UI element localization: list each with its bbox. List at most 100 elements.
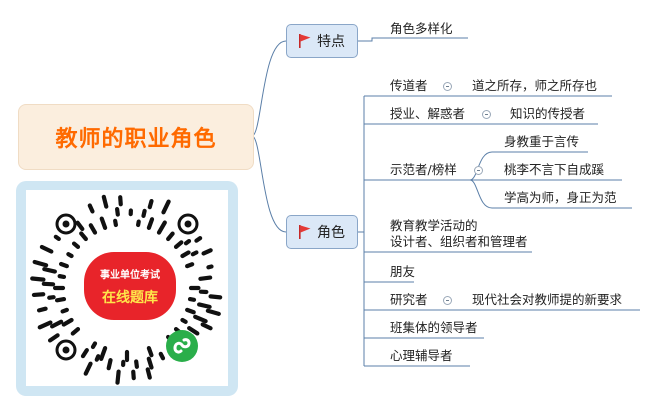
minus-circle-icon[interactable] (474, 166, 483, 175)
qr-ray (158, 351, 166, 361)
red-flag-icon (299, 34, 311, 48)
qr-ray (147, 198, 154, 210)
mini-program-code[interactable] (26, 190, 228, 386)
qr-ray (180, 250, 191, 259)
qr-ray (187, 326, 200, 336)
leaf-role-designer-line-1[interactable]: 教育教学活动的 (390, 218, 478, 233)
qr-ray (88, 223, 98, 235)
red-flag-icon (299, 225, 311, 239)
qr-ray (70, 327, 81, 336)
qr-ray (57, 274, 67, 279)
category-label-roles: 角色 (317, 225, 345, 241)
qr-ray (30, 276, 46, 282)
qr-ray (166, 231, 175, 242)
qr-ray (146, 217, 155, 230)
qr-ray (190, 250, 199, 257)
qr-center-badge: 事业单位考试 在线题库 (84, 252, 176, 320)
qr-ray (180, 317, 188, 324)
qr-ray (37, 320, 53, 330)
qr-ray (201, 248, 213, 256)
leaf-model-item-2[interactable]: 桃李不言下自成蹊 (504, 162, 605, 177)
qr-ray (185, 262, 195, 269)
leaf-role-transmitter-desc[interactable]: 道之所存，师之所存也 (472, 78, 598, 93)
root-node[interactable]: 教师的职业角色 (18, 104, 254, 170)
qr-ray (208, 294, 223, 300)
leaf-role-designer-line-2[interactable]: 设计者、组织者和管理者 (390, 234, 528, 249)
connector-root-features (251, 40, 287, 137)
leaf-role-instructor[interactable]: 授业、解惑者 (390, 106, 466, 121)
root-title: 教师的职业角色 (55, 127, 217, 152)
qr-ray (141, 208, 147, 218)
qr-ray (54, 297, 67, 303)
leaf-role-model[interactable]: 示范者/榜样 (390, 162, 457, 177)
qr-ray (194, 236, 203, 243)
leaf-role-researcher-desc[interactable]: 现代社会对教师提的新要求 (472, 292, 623, 307)
qr-ray (183, 238, 192, 246)
leaf-role-transmitter[interactable]: 传道者 (390, 78, 428, 93)
qr-ray (205, 308, 221, 316)
qr-ray (113, 218, 118, 228)
qr-ray (87, 203, 95, 214)
qr-ray (42, 267, 57, 274)
qr-ray (206, 264, 214, 270)
qr-ray (115, 206, 120, 217)
qr-ray (36, 306, 48, 313)
qr-ray (32, 259, 49, 268)
qr-ray (134, 359, 139, 369)
minus-circle-icon[interactable] (443, 82, 452, 91)
qr-ray (71, 241, 81, 249)
category-label-features: 特点 (317, 34, 345, 50)
minus-circle-icon[interactable] (443, 296, 452, 305)
qr-ray (145, 367, 152, 380)
leaf-role-leader[interactable]: 班集体的领导者 (390, 320, 478, 335)
qr-ray (99, 346, 108, 362)
qr-ray (90, 341, 98, 350)
qr-ray (197, 302, 212, 309)
qr-ray (83, 361, 93, 376)
qr-ray (106, 358, 113, 371)
connector-root-roles (251, 135, 287, 233)
qr-ray (200, 322, 213, 331)
leaf-model-item-1[interactable]: 身教重于言传 (504, 134, 580, 149)
qr-ray (161, 199, 171, 215)
qr-ray (101, 194, 109, 209)
minus-circle-icon[interactable] (482, 110, 491, 119)
qr-ray (80, 348, 89, 359)
leaf-role-instructor-desc[interactable]: 知识的传授者 (510, 106, 586, 121)
qr-ray (146, 356, 154, 370)
qr-ray (156, 220, 167, 235)
qr-ray (61, 317, 74, 327)
qr-ray (50, 319, 64, 329)
qr-ray (118, 195, 123, 207)
qr-ray (53, 234, 61, 242)
qr-ray (136, 219, 141, 228)
category-node-features[interactable]: 特点 (286, 24, 358, 58)
qr-ray (99, 216, 108, 230)
qr-ray (115, 369, 121, 385)
qr-ray (58, 261, 69, 269)
category-node-roles[interactable]: 角色 (286, 215, 358, 249)
qr-ray (146, 346, 154, 358)
leaf-role-counselor[interactable]: 心理辅导者 (390, 348, 453, 363)
qr-badge-line-2: 在线题库 (102, 289, 158, 306)
qr-ray (66, 252, 74, 259)
connector-features-item (358, 37, 468, 42)
leaf-role-friend[interactable]: 朋友 (390, 264, 416, 279)
qr-ray (198, 275, 213, 281)
leaf-features-diversity[interactable]: 角色多样化 (390, 21, 453, 36)
qr-ray (47, 333, 60, 343)
qr-ray (75, 220, 85, 232)
qr-ray (193, 314, 208, 324)
qr-ray (173, 240, 184, 249)
qr-ray (39, 244, 54, 254)
qr-ray (31, 292, 46, 298)
wechat-mini-program-icon (166, 330, 198, 362)
leaf-model-item-3[interactable]: 学高为师，身正为范 (504, 190, 617, 205)
qr-ray (185, 307, 196, 315)
qr-ray (187, 297, 197, 302)
qr-ray (47, 295, 56, 300)
qr-badge-line-1: 事业单位考试 (100, 269, 160, 281)
leaf-role-researcher[interactable]: 研究者 (390, 292, 428, 307)
qr-ray (79, 231, 88, 242)
qr-ray (60, 307, 69, 314)
